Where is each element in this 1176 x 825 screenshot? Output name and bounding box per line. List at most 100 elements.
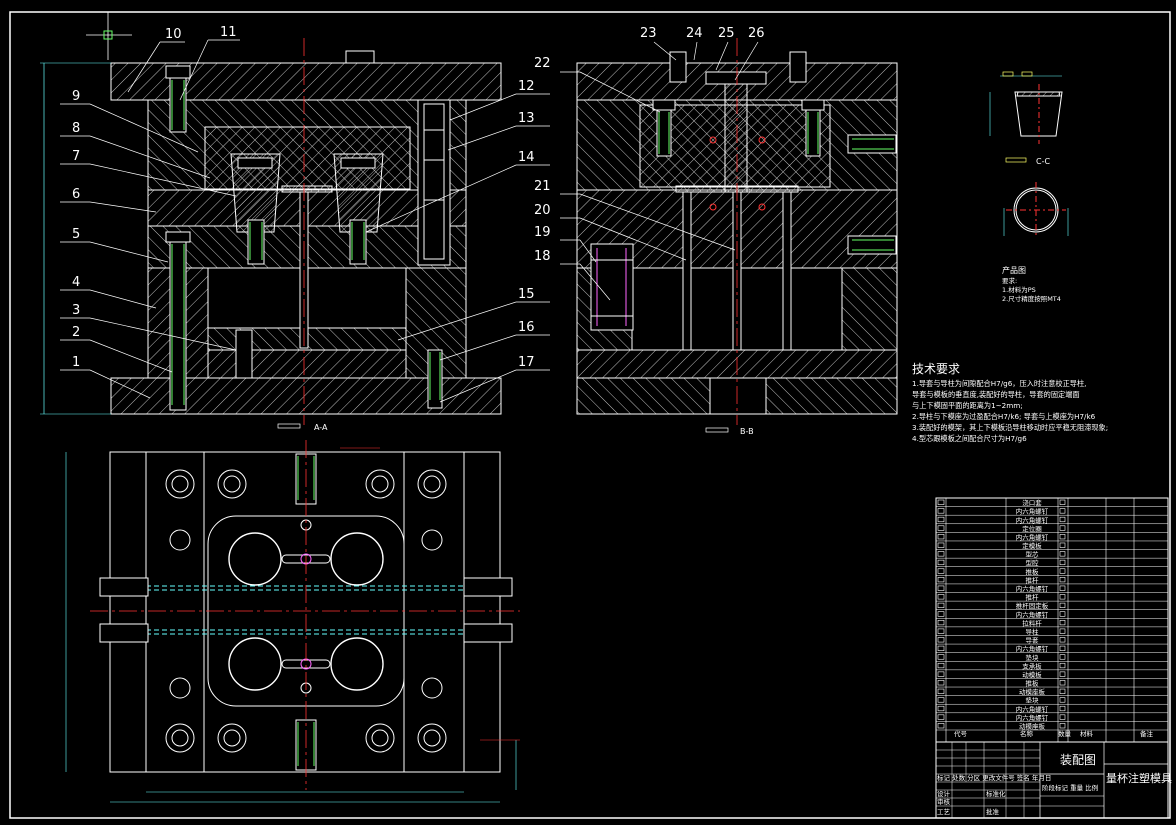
bom-qty-cell (1059, 671, 1066, 677)
bom-row-name: 定模板 (1022, 541, 1042, 550)
bom-row-name: 拉料杆 (1022, 618, 1042, 627)
bom-qty-cell (1059, 697, 1066, 703)
bom-row-name: 内六角螺钉 (1016, 610, 1049, 619)
bom-row-name: 垫块 (1026, 696, 1040, 705)
bom-qty-cell (1059, 628, 1066, 634)
bom-qty-cell (1059, 645, 1066, 651)
bom-seq-cell (937, 611, 945, 617)
part-label: 3 (72, 303, 80, 318)
part-label: 18 (534, 249, 551, 264)
stage-marks: 阶段标记 重量 比例 (1042, 783, 1098, 792)
part-label: 11 (220, 25, 237, 40)
part-label: 8 (72, 121, 80, 136)
bom-seq-cell (937, 697, 945, 703)
bom-row-name: 内六角螺钉 (1016, 704, 1049, 713)
part-label: 7 (72, 149, 80, 164)
bom-seq-cell (937, 602, 945, 609)
tech-line: 3.装配好的模架，其上下模板沿导柱移动时应平稳无阻滞现象; (912, 423, 1108, 432)
bom-row-name: 内六角螺钉 (1016, 507, 1049, 516)
bom-rows: 浇口套内六角螺钉内六角螺钉定位圈内六角螺钉定模板型芯型腔推板推杆内六角螺钉推杆推… (936, 498, 1168, 731)
bom-qty-cell (1059, 680, 1066, 686)
bom-seq-cell (937, 688, 945, 694)
bom-qty-cell (1059, 551, 1066, 557)
title-row-1: 标记 处数 分区 更改文件号 签名 年月日 (937, 773, 1051, 782)
bom-row-name: 支承板 (1022, 661, 1042, 670)
title-row-2b: 标准化 (986, 789, 1006, 798)
plan-view (65, 440, 520, 803)
title-row-4: 工艺 (937, 808, 951, 816)
product-title: 产品图 (1002, 265, 1026, 275)
bom-seq-cell (937, 662, 945, 669)
bom-qty-cell (1059, 508, 1066, 514)
bom-header-note: 备注 (1140, 729, 1154, 738)
bom-row-name: 内六角螺钉 (1016, 644, 1049, 653)
bom-header-qty: 数量 (1058, 729, 1072, 738)
part-label: 19 (534, 225, 551, 240)
tech-title: 技术要求 (912, 362, 960, 376)
section-label-bb: B-B (740, 427, 754, 436)
title-row-2: 设计 (937, 789, 951, 798)
part-label: 24 (686, 26, 703, 41)
bom-row-name: 浇口套 (1022, 498, 1042, 507)
bom-seq-cell (937, 705, 945, 712)
bom-row-name: 推板 (1026, 679, 1040, 688)
bom-row-name: 动模座板 (1019, 722, 1046, 731)
bom-qty-cell (1059, 516, 1066, 523)
bom-qty-cell (1059, 705, 1066, 712)
bom-qty-cell (1059, 559, 1066, 566)
part-label: 21 (534, 179, 551, 194)
bom-row-name: 型芯 (1026, 550, 1040, 559)
bom-header-seq: 代号 (954, 729, 968, 738)
tech-line: 与上下模固平面的距离为1~2mm; (912, 401, 1023, 410)
part-numbers: 10 11 9 8 7 6 5 4 3 2 1 12 13 14 15 16 1… (72, 25, 765, 370)
bom-qty-cell (1059, 611, 1066, 617)
bom-row-name: 推杆 (1026, 575, 1040, 584)
view-aa: A-A (40, 12, 550, 432)
view-bb: B-B (560, 38, 898, 436)
part-label: 20 (534, 203, 551, 218)
bom-qty-cell (1059, 619, 1066, 626)
bom-qty-cell (1059, 602, 1066, 609)
bom-row-name: 内六角螺钉 (1016, 515, 1049, 524)
bom-seq-cell (937, 542, 945, 548)
part-label: 5 (72, 227, 80, 242)
bom-seq-cell (937, 508, 945, 514)
bom-qty-cell (1059, 688, 1066, 694)
part-label: 25 (718, 26, 735, 41)
part-label: 4 (72, 275, 80, 290)
bom-qty-cell (1059, 662, 1066, 669)
bom-seq-cell (937, 637, 945, 643)
part-label: 17 (518, 355, 535, 370)
part-label: 14 (518, 150, 535, 165)
part-label: 13 (518, 111, 535, 126)
bom-row-name: 导套 (1026, 636, 1040, 645)
section-label-aa: A-A (314, 423, 328, 432)
product-view: C-C 产品图 要求: 1.材料为PS 2.尺寸精度按照MT4 (989, 71, 1069, 303)
bom-row-name: 定位圈 (1022, 524, 1042, 533)
title-row-4b: 批准 (986, 807, 1000, 816)
part-label: 16 (518, 320, 535, 335)
part-label: 12 (518, 79, 535, 94)
bom-row-name: 内六角螺钉 (1016, 713, 1049, 722)
bom-seq-cell (937, 723, 945, 729)
part-label: 23 (640, 26, 657, 41)
bom-qty-cell (1059, 654, 1066, 660)
bom-seq-cell (937, 499, 945, 505)
bom-qty-cell (1059, 577, 1066, 583)
bom-row-name: 推杆固定板 (1016, 601, 1049, 610)
bom-header-name: 名称 (1020, 729, 1034, 738)
section-label-cc: C-C (1036, 157, 1050, 166)
part-label: 9 (72, 89, 80, 104)
bom-seq-cell (937, 559, 945, 566)
product-req-2: 2.尺寸精度按照MT4 (1002, 294, 1061, 303)
title-row-3: 审核 (937, 797, 951, 806)
bom-seq-cell (937, 594, 945, 600)
bom-qty-cell (1059, 594, 1066, 600)
bom-row-name: 推板 (1026, 567, 1040, 576)
bom-seq-cell (937, 714, 945, 720)
bom-qty-cell (1059, 568, 1066, 574)
part-label: 15 (518, 287, 535, 302)
product-req-title: 要求: (1002, 276, 1017, 285)
bom-qty-cell (1059, 585, 1066, 591)
